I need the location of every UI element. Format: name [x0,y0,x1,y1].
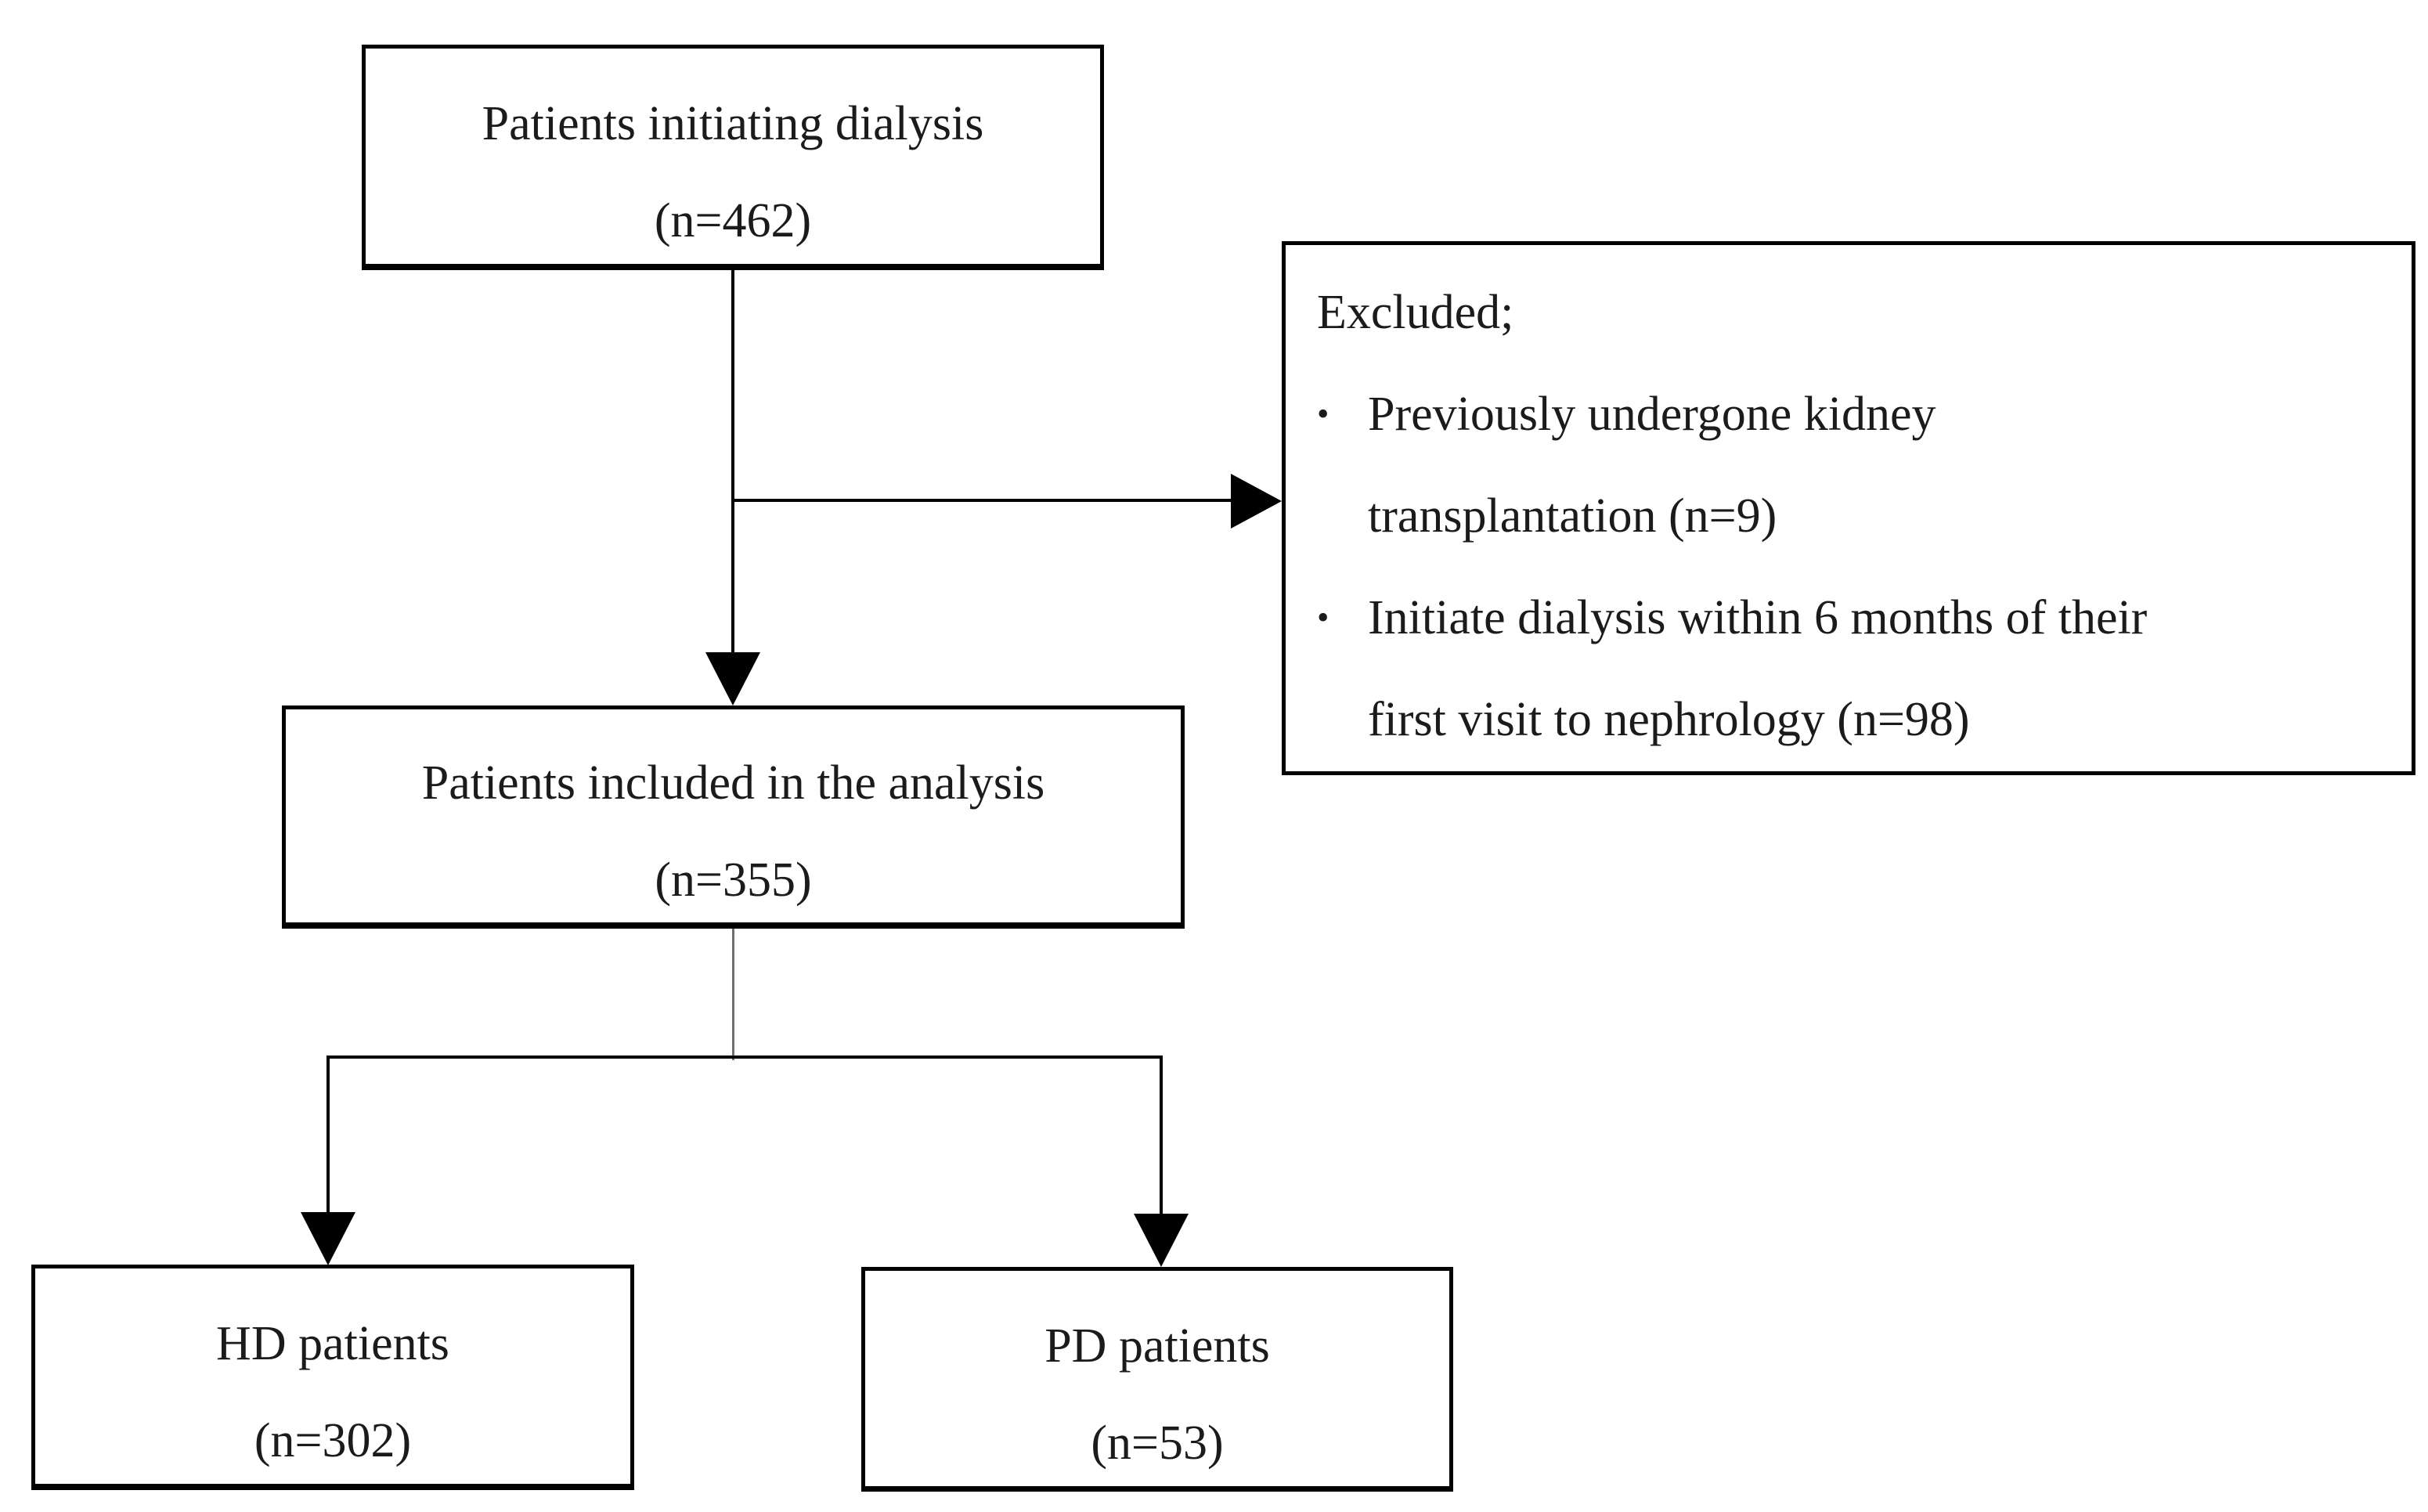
excluded-reason-line: Initiate dialysis within 6 months of the… [1368,591,2148,644]
node-title: PD patients [1044,1319,1270,1373]
excluded-bullet-list: • Previously undergone kidney transplant… [1317,363,2397,770]
node-count: (n=462) [654,193,812,247]
node-title: HD patients [216,1316,449,1370]
arrowhead-down-icon [705,652,760,705]
excluded-reason-transplantation: Previously undergone kidney transplantat… [1368,363,2397,567]
node-patients-initiating-dialysis: Patients initiating dialysis (n=462) [362,45,1104,270]
connector-included-stub [732,929,734,1060]
arrowhead-right-icon [1231,474,1282,529]
bullet-icon: • [1317,395,1329,433]
node-count: (n=355) [655,853,812,907]
list-item: • Initiate dialysis within 6 months of t… [1317,567,2397,770]
node-hd-patients: HD patients (n=302) [31,1265,634,1490]
arrowhead-down-icon [1134,1214,1189,1267]
node-count: (n=53) [1091,1416,1224,1470]
arrowhead-down-icon [301,1212,355,1265]
excluded-reason-line: first visit to nephrology (n=98) [1368,693,1970,746]
node-excluded: Excluded; • Previously undergone kidney … [1282,241,2415,775]
connector-to-excluded [733,499,1231,502]
connector-to-pd [1160,1056,1163,1214]
node-title: Patients initiating dialysis [482,96,984,150]
connector-branch-horizontal [326,1056,1163,1059]
node-title: Patients included in the analysis [421,756,1045,810]
excluded-reason-early-dialysis: Initiate dialysis within 6 months of the… [1368,567,2397,770]
excluded-heading: Excluded; [1317,286,1514,339]
node-count: (n=302) [254,1413,412,1467]
connector-to-hd [326,1056,330,1212]
node-pd-patients: PD patients (n=53) [861,1267,1453,1492]
bullet-icon: • [1317,598,1329,637]
excluded-reason-line: transplantation (n=9) [1368,489,1777,543]
excluded-reason-line: Previously undergone kidney [1368,388,1936,441]
connector-initiating-to-included [731,270,734,652]
node-patients-included-analysis: Patients included in the analysis (n=355… [282,705,1185,929]
list-item: • Previously undergone kidney transplant… [1317,363,2397,567]
